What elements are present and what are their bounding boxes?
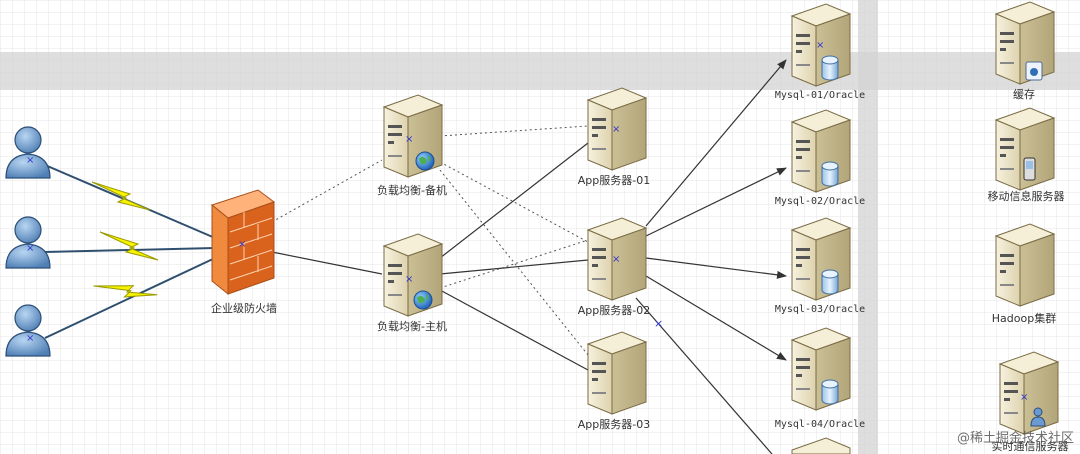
svg-text:×: × <box>26 155 34 166</box>
server-mysql-01[interactable]: × <box>791 3 851 87</box>
globe-icon <box>413 290 433 310</box>
server-mysql-03[interactable] <box>791 217 851 301</box>
watermark: @稀土掘金技术社区 <box>956 431 1074 446</box>
mobile-msg-label: 移动信息服务器 <box>988 189 1065 203</box>
svg-text:×: × <box>612 124 620 135</box>
database-icon <box>821 379 839 405</box>
lb-backup-label: 负载均衡-备机 <box>377 183 447 197</box>
globe-icon <box>415 151 435 171</box>
svg-text:×: × <box>1020 392 1028 403</box>
server-partial <box>791 437 851 454</box>
firewall-icon[interactable]: × <box>210 189 276 296</box>
server-cache[interactable] <box>995 1 1055 85</box>
database-icon <box>821 161 839 187</box>
svg-text:×: × <box>816 40 824 51</box>
server-lb-main[interactable]: × <box>383 233 443 317</box>
app-02-label: App服务器-02 <box>578 304 650 317</box>
svg-text:×: × <box>26 333 34 344</box>
svg-text:×: × <box>612 254 620 265</box>
lb-main-label: 负载均衡-主机 <box>377 319 447 333</box>
server-app-02[interactable]: × <box>587 217 647 301</box>
hadoop-label: Hadoop集群 <box>992 311 1056 325</box>
mysql-01-label: Mysql-01/Oracle <box>775 90 865 101</box>
mysql-04-label: Mysql-04/Oracle <box>775 419 865 430</box>
solid-links <box>271 59 787 454</box>
mysql-02-label: Mysql-02/Oracle <box>775 196 865 207</box>
app-03-label: App服务器-03 <box>578 418 650 431</box>
cache-label: 缓存 <box>1013 87 1035 101</box>
dotted-links <box>271 125 589 356</box>
server-mysql-02[interactable] <box>791 109 851 193</box>
server-lb-backup[interactable]: × <box>383 94 443 178</box>
svg-text:×: × <box>238 239 246 250</box>
server-hadoop[interactable] <box>995 223 1055 307</box>
server-app-03[interactable] <box>587 331 647 415</box>
firewall-label: 企业级防火墙 <box>211 301 277 315</box>
realtime-label: 实时通信服务器 <box>992 439 1069 453</box>
vertical-band <box>858 0 878 454</box>
app-01-label: App服务器-01 <box>578 174 650 187</box>
mysql-03-label: Mysql-03/Oracle <box>775 304 865 315</box>
person-icon <box>1033 407 1043 417</box>
stray-marker: × <box>654 317 663 330</box>
svg-text:×: × <box>405 134 413 145</box>
svg-text:×: × <box>405 274 413 285</box>
database-icon <box>821 269 839 295</box>
server-app-01[interactable]: × <box>587 87 647 171</box>
horizontal-band <box>0 52 1080 90</box>
database-icon <box>821 55 839 81</box>
server-mobile-msg[interactable] <box>995 107 1055 191</box>
server-mysql-04[interactable] <box>791 327 851 411</box>
server-realtime[interactable]: × <box>999 351 1059 435</box>
user-links <box>44 164 216 339</box>
svg-text:×: × <box>26 243 34 254</box>
